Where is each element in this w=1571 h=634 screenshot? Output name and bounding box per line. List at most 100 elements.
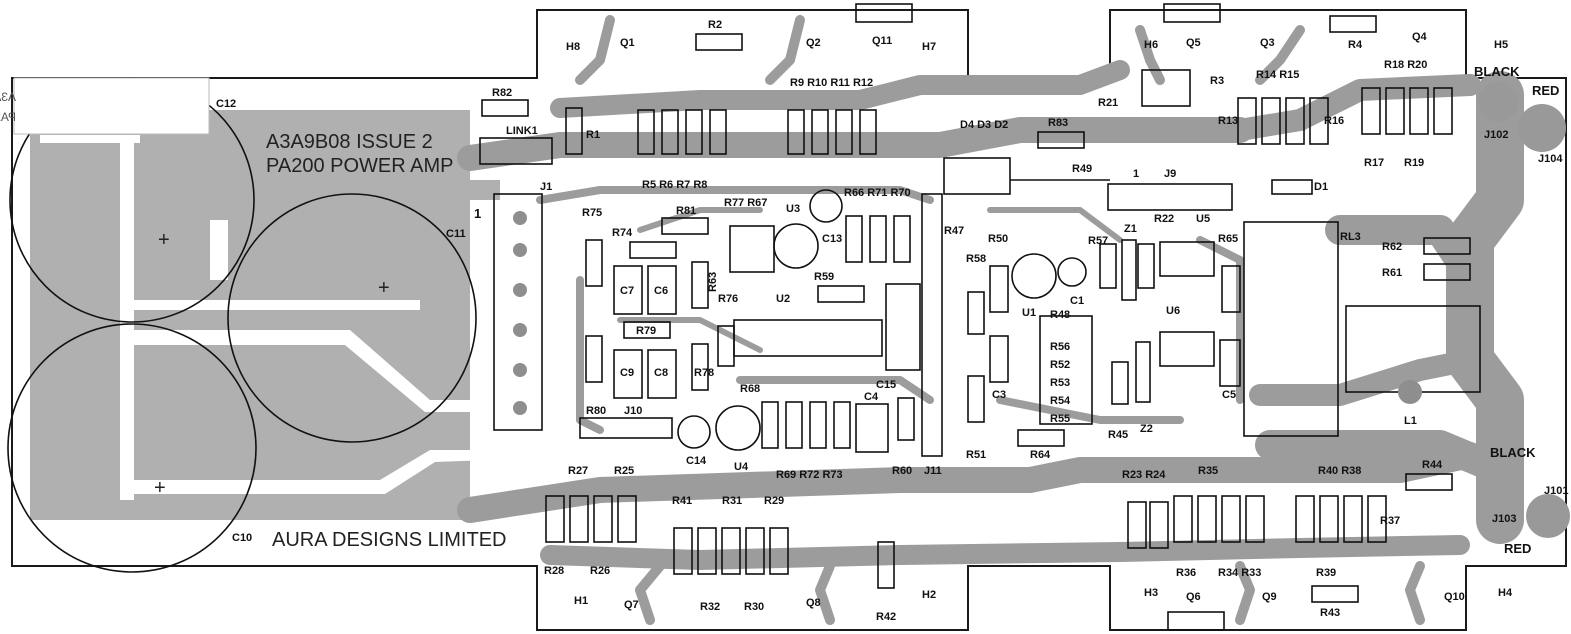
label-r58: R58	[966, 253, 986, 265]
label-r65: R65	[1218, 233, 1238, 245]
capacitor-c4	[855, 403, 889, 453]
label-j9: J9	[1164, 168, 1176, 180]
label-h7: H7	[922, 41, 936, 53]
label-c9: C9	[620, 367, 634, 379]
capacitor-c14	[677, 415, 711, 449]
ic-u6	[1159, 331, 1215, 367]
mirror-title-line1: A3A9B08 ISSUE 2	[0, 90, 16, 104]
label-h8: H8	[566, 41, 580, 53]
transistor-u1	[1011, 253, 1057, 299]
label-r51: R51	[966, 449, 986, 461]
resistor-r82	[481, 99, 529, 117]
inductor-l1-pad	[1398, 380, 1422, 404]
connector-j1-pads	[513, 211, 527, 415]
label-u5: U5	[1196, 213, 1210, 225]
mount-pad-j102	[1478, 82, 1518, 122]
label-u2: U2	[776, 293, 790, 305]
label-r32: R32	[700, 601, 720, 613]
label-r66r71r70: R66 R71 R70	[844, 187, 911, 199]
pour-gap-right	[210, 220, 228, 280]
resistor-r3-r21	[1141, 69, 1191, 107]
resistor-r75	[585, 239, 603, 287]
resistor-r2	[695, 33, 743, 51]
label-r28: R28	[544, 565, 564, 577]
resistor-r47-vert	[967, 291, 985, 335]
label-j1: J1	[540, 181, 552, 193]
label-r68: R68	[740, 383, 760, 395]
label-q8: Q8	[806, 597, 821, 609]
capacitor-c10-plus: +	[154, 477, 166, 499]
resistor-r74	[629, 241, 677, 259]
resistor-r64	[1017, 429, 1065, 447]
label-r1: R1	[586, 129, 600, 141]
label-r41: R41	[672, 495, 692, 507]
label-j10: J10	[624, 405, 642, 417]
j9-pin1-mark: 1	[1133, 168, 1139, 180]
label-l1: L1	[1404, 415, 1417, 427]
zener-z1	[1121, 239, 1137, 301]
capacitor-c1	[1057, 257, 1087, 287]
label-r47: R47	[944, 225, 964, 237]
silkscreen-labels: A3A9B08 ISSUE 2 PA200 POWER AMP A3A9B08 …	[0, 19, 1568, 623]
label-c13: C13	[822, 233, 842, 245]
label-r39: R39	[1316, 567, 1336, 579]
diode-d1	[1271, 179, 1313, 195]
pour-gap-diag	[125, 330, 480, 412]
label-r75: R75	[582, 207, 602, 219]
label-h2: H2	[922, 589, 936, 601]
resistor-r45	[1111, 361, 1129, 405]
diodes-d2-d4	[943, 157, 1011, 195]
capacitor-c3	[989, 335, 1009, 383]
label-r64: R64	[1030, 449, 1051, 461]
label-h1: H1	[574, 595, 588, 607]
resistor-r4	[1329, 15, 1377, 33]
label-r59: R59	[814, 271, 834, 283]
label-r82: R82	[492, 87, 512, 99]
pour-gap-v	[120, 140, 134, 500]
label-r16: R16	[1324, 115, 1344, 127]
resistors-r9-r12	[787, 109, 877, 155]
label-r37: R37	[1380, 515, 1400, 527]
mirror-title-line2: PA200 POWER AMP	[0, 110, 16, 124]
label-r31: R31	[722, 495, 742, 507]
resistor-r62	[1423, 237, 1471, 255]
label-d1: D1	[1314, 181, 1328, 193]
label-r45: R45	[1108, 429, 1128, 441]
label-q4: Q4	[1412, 31, 1428, 43]
transistor-u4	[715, 405, 761, 451]
transistor-q6	[1167, 611, 1225, 631]
resistor-r57	[1099, 243, 1117, 289]
label-r63: R63	[707, 272, 719, 292]
label-j102: J102	[1484, 129, 1508, 141]
resistor-r60	[897, 397, 915, 441]
transistor-u3	[773, 223, 819, 269]
label-h4: H4	[1498, 587, 1513, 599]
label-j104: J104	[1538, 153, 1563, 165]
label-r3: R3	[1210, 75, 1224, 87]
label-r62: R62	[1382, 241, 1402, 253]
label-u1: U1	[1022, 307, 1036, 319]
transistor-q11	[855, 3, 913, 23]
resistors-r17-r20	[1361, 87, 1453, 135]
label-r76: R76	[718, 293, 738, 305]
resistor-r63	[691, 261, 709, 309]
capacitor-c13	[809, 189, 843, 223]
connector-j10	[579, 417, 673, 439]
components: + + +	[7, 3, 1570, 631]
resistor-r59	[817, 285, 865, 303]
label-r21: R21	[1098, 97, 1118, 109]
label-r80: R80	[586, 405, 606, 417]
label-r43: R43	[1320, 607, 1340, 619]
label-r49: R49	[1072, 163, 1092, 175]
label-c15: C15	[876, 379, 896, 391]
label-q5: Q5	[1186, 37, 1201, 49]
connector-j11	[921, 193, 943, 457]
label-c6: C6	[654, 285, 668, 297]
mount-pad-red-top	[1518, 104, 1566, 152]
capacitor-c6	[647, 265, 677, 315]
label-h6: H6	[1144, 39, 1158, 51]
connector-j9	[1107, 183, 1233, 211]
company-name: AURA DESIGNS LIMITED	[272, 529, 507, 551]
label-r26: R26	[590, 565, 610, 577]
